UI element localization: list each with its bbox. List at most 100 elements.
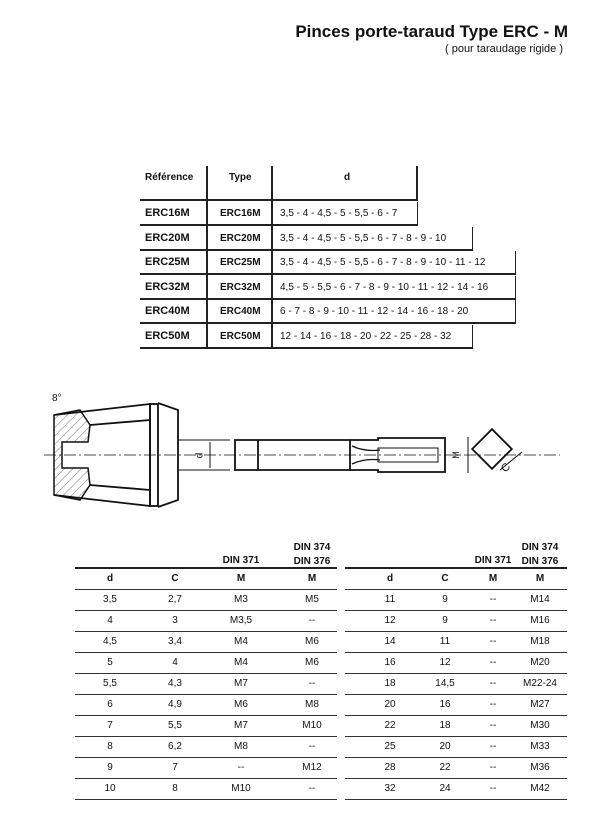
table-cell: -- bbox=[489, 615, 497, 626]
col-header-m1: M bbox=[488, 573, 498, 584]
column-divider bbox=[271, 166, 273, 349]
d-dimension-label: d bbox=[194, 452, 206, 459]
page-title: Pinces porte-taraud Type ERC - M bbox=[295, 22, 568, 41]
cell-reference: ERC32M bbox=[145, 280, 190, 293]
din376-header: DIN 376 bbox=[521, 556, 559, 567]
table-cell: 3,4 bbox=[168, 636, 182, 647]
cell-reference: ERC20M bbox=[145, 231, 190, 244]
cell-d: 3,5 - 4 - 4,5 - 5 - 5,5 - 6 - 7 bbox=[280, 208, 398, 219]
col-header-c: C bbox=[171, 573, 179, 584]
col-header-d: d bbox=[386, 573, 394, 584]
table-cell: 24 bbox=[439, 783, 451, 794]
table-cell: 4,9 bbox=[168, 699, 182, 710]
cell-d: 6 - 7 - 8 - 9 - 10 - 11 - 12 - 14 - 16 -… bbox=[280, 306, 469, 317]
table-cell: 8 bbox=[107, 741, 113, 752]
table-cell: -- bbox=[489, 594, 497, 605]
table-cell: 7 bbox=[107, 720, 113, 731]
cell-reference: ERC16M bbox=[145, 207, 190, 219]
table-cell: 9 bbox=[107, 762, 113, 773]
table-cell: 3,5 bbox=[103, 594, 117, 605]
table-cell: 18 bbox=[384, 678, 396, 689]
page-subtitle: ( pour taraudage rigide ) bbox=[444, 43, 563, 55]
table-cell: 6,2 bbox=[168, 741, 182, 752]
table-cell: 20 bbox=[439, 741, 451, 752]
cell-type: ERC50M bbox=[220, 330, 261, 342]
table-cell: M33 bbox=[530, 741, 550, 752]
table-cell: M7 bbox=[234, 720, 248, 731]
cell-d: 3,5 - 4 - 4,5 - 5 - 5,5 - 6 - 7 - 8 - 9 … bbox=[280, 232, 447, 244]
table-cell: -- bbox=[489, 657, 497, 668]
table-cell: -- bbox=[489, 741, 497, 752]
col-header-m1: M bbox=[236, 573, 246, 584]
table-cell: 14,5 bbox=[435, 678, 455, 689]
cell-type: ERC25M bbox=[220, 257, 261, 268]
table-cell: M16 bbox=[530, 615, 550, 626]
cell-type: ERC16M bbox=[220, 208, 261, 219]
table-cell: M10 bbox=[231, 783, 251, 794]
table-cell: 9 bbox=[442, 615, 448, 626]
collet-tap-drawing bbox=[44, 402, 560, 508]
table-cell: M3,5 bbox=[229, 615, 253, 626]
table-cell: 12 bbox=[384, 615, 396, 626]
din371-header: DIN 371 bbox=[474, 555, 512, 566]
table-row: ERC20M ERC20M 3,5 - 4 - 4,5 - 5 - 5,5 - 6 … bbox=[140, 226, 473, 251]
column-divider bbox=[206, 166, 208, 349]
table-cell: 4,5 bbox=[103, 636, 117, 647]
table-cell: 28 bbox=[384, 762, 396, 773]
header-divider bbox=[140, 199, 418, 201]
table-cell: M6 bbox=[305, 636, 319, 647]
table-row: 12 9 -- M16 bbox=[345, 611, 567, 632]
col-header-m2: M bbox=[307, 573, 317, 584]
din376-header: DIN 376 bbox=[293, 556, 331, 567]
table-cell: 4 bbox=[107, 615, 113, 626]
col-header-m2: M bbox=[535, 573, 545, 584]
table-cell: M3 bbox=[234, 594, 248, 605]
table-cell: 2,7 bbox=[168, 594, 182, 605]
table-cell: M36 bbox=[530, 762, 550, 773]
header-divider bbox=[345, 567, 567, 569]
cell-type: ERC20M bbox=[220, 232, 261, 244]
din371-header: DIN 371 bbox=[222, 555, 260, 566]
table-row: ERC16M ERC16M 3,5 - 4 - 4,5 - 5 - 5,5 - 6 … bbox=[140, 202, 418, 226]
table-cell: M10 bbox=[302, 720, 322, 731]
table-cell: 12 bbox=[439, 657, 451, 668]
table-cell: 4,3 bbox=[168, 678, 182, 689]
header-divider bbox=[75, 567, 337, 569]
table-cell: M8 bbox=[234, 741, 248, 752]
table-cell: -- bbox=[489, 678, 497, 689]
table-cell: M42 bbox=[530, 783, 550, 794]
table-row: 8 6,2 M8 -- bbox=[75, 737, 337, 758]
table-cell: -- bbox=[308, 741, 316, 752]
table-cell: M12 bbox=[302, 762, 322, 773]
table-cell: 14 bbox=[384, 636, 396, 647]
table-cell: -- bbox=[489, 636, 497, 647]
table-cell: 11 bbox=[439, 636, 451, 647]
table-cell: -- bbox=[489, 762, 497, 773]
din374-header: DIN 374 bbox=[521, 542, 559, 553]
table-cell: 8 bbox=[172, 783, 178, 794]
table-cell: M6 bbox=[305, 657, 319, 668]
table-row: 25 20 -- M33 bbox=[345, 737, 567, 758]
col-header-d: d bbox=[106, 573, 114, 584]
table-cell: M27 bbox=[530, 699, 550, 710]
table-cell: 22 bbox=[439, 762, 451, 773]
m-dimension-label: M bbox=[450, 451, 461, 459]
table-cell: 3 bbox=[172, 615, 178, 626]
table-cell: 25 bbox=[384, 741, 396, 752]
table-cell: -- bbox=[489, 783, 497, 794]
